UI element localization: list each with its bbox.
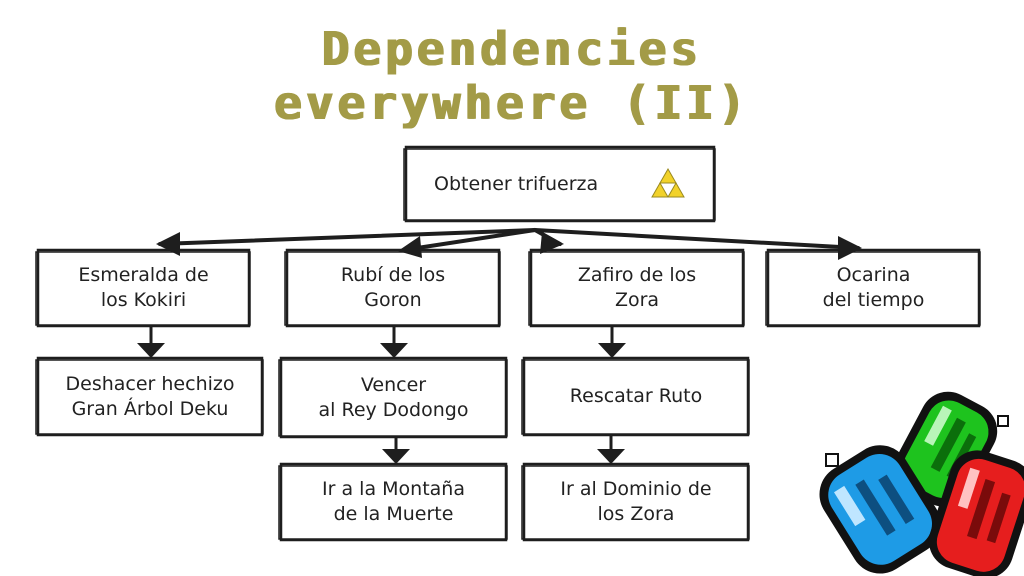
node-rubi: Rubí de los Goron: [287, 250, 499, 326]
node-ocarina: Ocarina del tiempo: [768, 250, 979, 326]
triforce-icon: [651, 168, 685, 198]
box-border-deshacer: [36, 356, 264, 437]
node-ocarina-label: Ocarina del tiempo: [822, 264, 925, 311]
box-border-root: [404, 145, 716, 223]
slide-title-line-2: everywhere (II): [274, 76, 750, 130]
node-montana-muerte: Ir a la Montaña de la Muerte: [281, 464, 506, 540]
box-border-montana: [279, 462, 508, 542]
arrowhead-ocarina: [838, 236, 862, 260]
node-vencer-dodongo: Vencer al Rey Dodongo: [281, 358, 506, 437]
arrowhead-zafiro-down-2: [597, 449, 625, 464]
box-border-ocarina: [766, 248, 981, 328]
node-montana-muerte-label: Ir a la Montaña de la Muerte: [322, 478, 465, 525]
arrowhead-zafiro: [540, 232, 564, 254]
node-rescatar-ruto: Rescatar Ruto: [524, 358, 748, 435]
node-dominio-zora-label: Ir al Dominio de los Zora: [560, 478, 712, 525]
root-node-label: Obtener trifuerza: [434, 172, 599, 195]
node-zafiro: Zafiro de los Zora: [531, 250, 743, 326]
arrow-root-to-ocarina: [533, 228, 860, 250]
node-dominio-zora: Ir al Dominio de los Zora: [524, 464, 748, 540]
arrow-root-to-esmeralda: [158, 228, 537, 246]
box-border-rescatar: [522, 356, 750, 437]
box-border-vencer: [279, 356, 508, 439]
arrowhead-rubi-down-2: [382, 449, 410, 464]
slide-title-line-1: Dependencies: [321, 22, 703, 76]
node-esmeralda: Esmeralda de los Kokiri: [38, 250, 249, 326]
node-zafiro-label: Zafiro de los Zora: [577, 264, 697, 311]
box-border-dominio: [522, 462, 750, 542]
box-border-rubi: [285, 248, 501, 328]
box-border-esmeralda: [36, 248, 251, 328]
spiritual-stones-icon: [819, 391, 1024, 576]
node-rescatar-ruto-label: Rescatar Ruto: [569, 385, 703, 408]
node-rubi-label: Rubí de los Goron: [340, 264, 446, 311]
root-node: Obtener trifuerza: [406, 147, 646, 221]
arrowhead-rubi-down-1: [380, 343, 408, 358]
node-deshacer-hechizo: Deshacer hechizo Gran Árbol Deku: [38, 358, 262, 435]
arrow-root-to-rubi: [402, 228, 537, 252]
box-border-zafiro: [529, 248, 745, 328]
arrowhead-esmeralda-down: [137, 343, 165, 358]
arrowhead-zafiro-down-1: [598, 343, 626, 358]
node-esmeralda-label: Esmeralda de los Kokiri: [78, 264, 209, 311]
node-vencer-dodongo-label: Vencer al Rey Dodongo: [318, 373, 469, 421]
node-deshacer-hechizo-label: Deshacer hechizo Gran Árbol Deku: [65, 372, 235, 420]
